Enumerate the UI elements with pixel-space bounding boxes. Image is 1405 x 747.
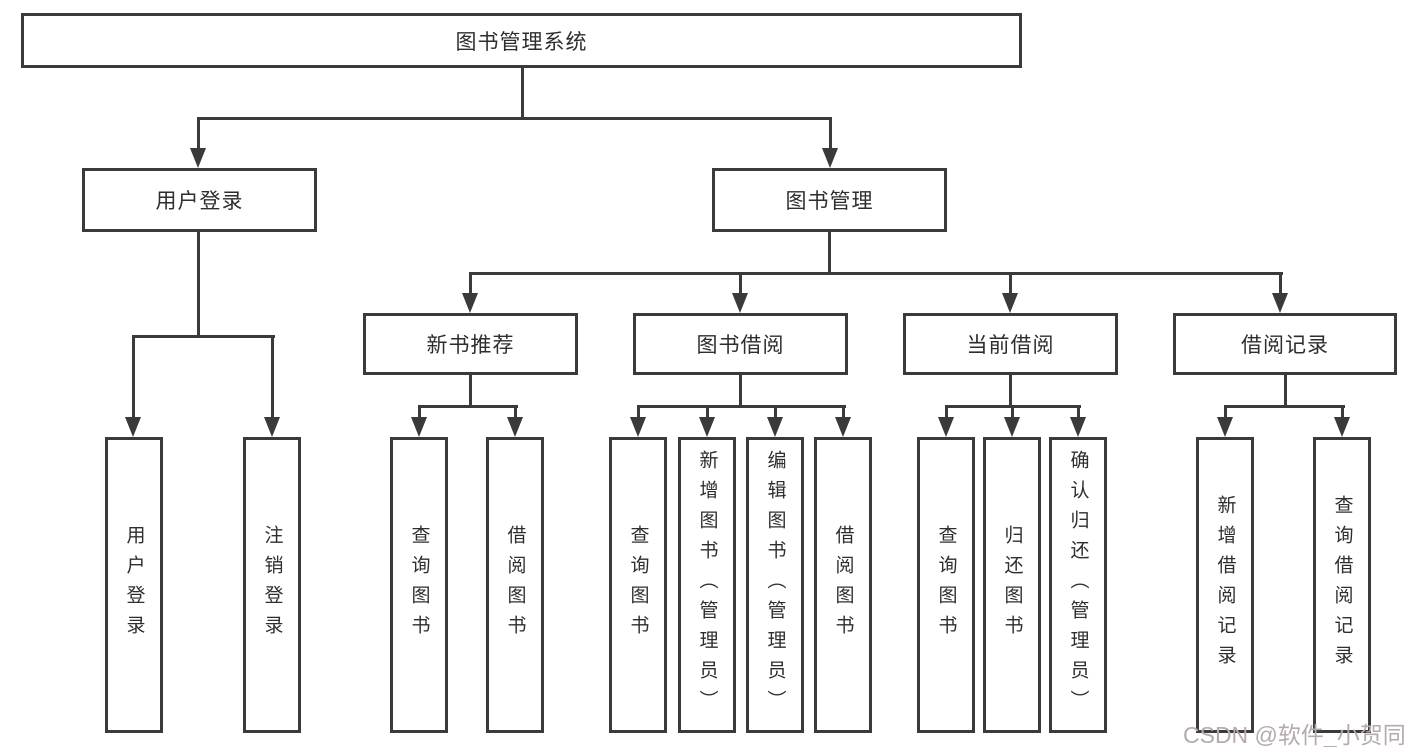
- level3-node-label: 新书推荐: [426, 334, 515, 357]
- connector-arrow-shaft: [1224, 405, 1227, 419]
- leaf-node-label: 确认归还（管理员）: [1067, 450, 1089, 720]
- connector-current-borrow-stub: [1009, 373, 1012, 408]
- connector-borrow-records-distributor: [1224, 405, 1345, 408]
- arrow-down-icon: [630, 417, 646, 437]
- arrow-down-icon: [1002, 293, 1018, 313]
- arrow-down-icon: [264, 417, 280, 437]
- connector-arrow-shaft: [637, 405, 640, 419]
- connector-root-stub: [521, 66, 524, 120]
- leaf-node-user-login: 用户登录: [105, 437, 163, 733]
- level2-node-user-login: 用户登录: [82, 168, 317, 232]
- leaf-node-label: 新增借阅记录: [1214, 495, 1236, 675]
- leaf-node-label: 查询图书: [627, 525, 649, 645]
- connector-book-mgmt-stub: [828, 230, 831, 275]
- arrow-down-icon: [507, 417, 523, 437]
- arrow-down-icon: [822, 148, 838, 168]
- connector-user-login-distributor: [132, 335, 275, 338]
- connector-arrow-shaft: [197, 117, 200, 150]
- arrow-down-icon: [462, 293, 478, 313]
- arrow-down-icon: [835, 417, 851, 437]
- arrow-down-icon: [732, 293, 748, 313]
- connector-root-distributor: [197, 117, 832, 120]
- connector-arrow-shaft: [1077, 405, 1080, 419]
- connector-new-book-stub: [469, 373, 472, 408]
- leaf-node-label: 用户登录: [123, 525, 145, 645]
- leaf-node-borrow-book-recommend: 借阅图书: [486, 437, 544, 733]
- level3-node-label: 图书借阅: [696, 334, 785, 357]
- level2-node-book-management: 图书管理: [712, 168, 947, 232]
- connector-arrow-shaft: [418, 405, 421, 419]
- arrow-down-icon: [190, 148, 206, 168]
- leaf-node-label: 查询图书: [935, 525, 957, 645]
- leaf-node-add-borrow-record: 新增借阅记录: [1196, 437, 1254, 733]
- leaf-node-return-book: 归还图书: [983, 437, 1041, 733]
- arrow-down-icon: [1272, 293, 1288, 313]
- level2-node-label: 用户登录: [155, 190, 244, 213]
- arrow-down-icon: [767, 417, 783, 437]
- leaf-node-label: 注销登录: [261, 525, 283, 645]
- connector-arrow-shaft: [1011, 405, 1014, 419]
- root-node-label: 图书管理系统: [455, 30, 588, 54]
- leaf-node-query-book-current: 查询图书: [917, 437, 975, 733]
- level3-node-borrow-records: 借阅记录: [1173, 313, 1397, 375]
- connector-new-book-distributor: [418, 405, 518, 408]
- arrow-down-icon: [125, 417, 141, 437]
- arrow-down-icon: [699, 417, 715, 437]
- connector-arrow-shaft: [706, 405, 709, 419]
- connector-arrow-shaft: [469, 272, 472, 295]
- arrow-down-icon: [1217, 417, 1233, 437]
- connector-book-borrow-distributor: [637, 405, 846, 408]
- arrow-down-icon: [1070, 417, 1086, 437]
- connector-user-login-stub: [197, 230, 200, 338]
- connector-arrow-shaft: [945, 405, 948, 419]
- connector-arrow-shaft: [1279, 272, 1282, 295]
- arrow-down-icon: [411, 417, 427, 437]
- leaf-node-confirm-return-admin: 确认归还（管理员）: [1049, 437, 1107, 733]
- leaf-node-label: 查询图书: [408, 525, 430, 645]
- connector-borrow-records-stub: [1284, 373, 1287, 408]
- leaf-node-query-book-borrow: 查询图书: [609, 437, 667, 733]
- leaf-node-query-book-recommend: 查询图书: [390, 437, 448, 733]
- connector-arrow-shaft: [514, 405, 517, 419]
- leaf-node-label: 新增图书（管理员）: [696, 450, 718, 720]
- connector-arrow-shaft: [829, 117, 832, 150]
- arrow-down-icon: [1004, 417, 1020, 437]
- arrow-down-icon: [938, 417, 954, 437]
- leaf-node-label: 查询借阅记录: [1331, 495, 1353, 675]
- leaf-node-label: 借阅图书: [504, 525, 526, 645]
- leaf-node-query-borrow-record: 查询借阅记录: [1313, 437, 1371, 733]
- level3-node-label: 当前借阅: [966, 334, 1055, 357]
- connector-arrow-shaft: [1341, 405, 1344, 419]
- connector-arrow-shaft: [842, 405, 845, 419]
- leaf-node-label: 借阅图书: [832, 525, 854, 645]
- level3-node-new-book-recommend: 新书推荐: [363, 313, 578, 375]
- root-node: 图书管理系统: [21, 13, 1022, 68]
- leaf-node-label: 编辑图书（管理员）: [764, 450, 786, 720]
- leaf-node-label: 归还图书: [1001, 525, 1023, 645]
- connector-arrow-shaft: [132, 335, 135, 419]
- leaf-node-add-book-admin: 新增图书（管理员）: [678, 437, 736, 733]
- leaf-node-edit-book-admin: 编辑图书（管理员）: [746, 437, 804, 733]
- leaf-node-logout: 注销登录: [243, 437, 301, 733]
- connector-arrow-shaft: [739, 272, 742, 295]
- connector-book-mgmt-distributor: [469, 272, 1283, 275]
- level3-node-label: 借阅记录: [1241, 334, 1329, 357]
- leaf-node-borrow-book: 借阅图书: [814, 437, 872, 733]
- connector-book-borrow-stub: [739, 373, 742, 408]
- level2-node-label: 图书管理: [785, 190, 874, 213]
- watermark-text: CSDN @软件_小贺同学: [1183, 722, 1405, 747]
- level3-node-current-borrow: 当前借阅: [903, 313, 1118, 375]
- connector-arrow-shaft: [774, 405, 777, 419]
- connector-arrow-shaft: [271, 335, 274, 419]
- level3-node-book-borrow: 图书借阅: [633, 313, 848, 375]
- arrow-down-icon: [1334, 417, 1350, 437]
- connector-arrow-shaft: [1009, 272, 1012, 295]
